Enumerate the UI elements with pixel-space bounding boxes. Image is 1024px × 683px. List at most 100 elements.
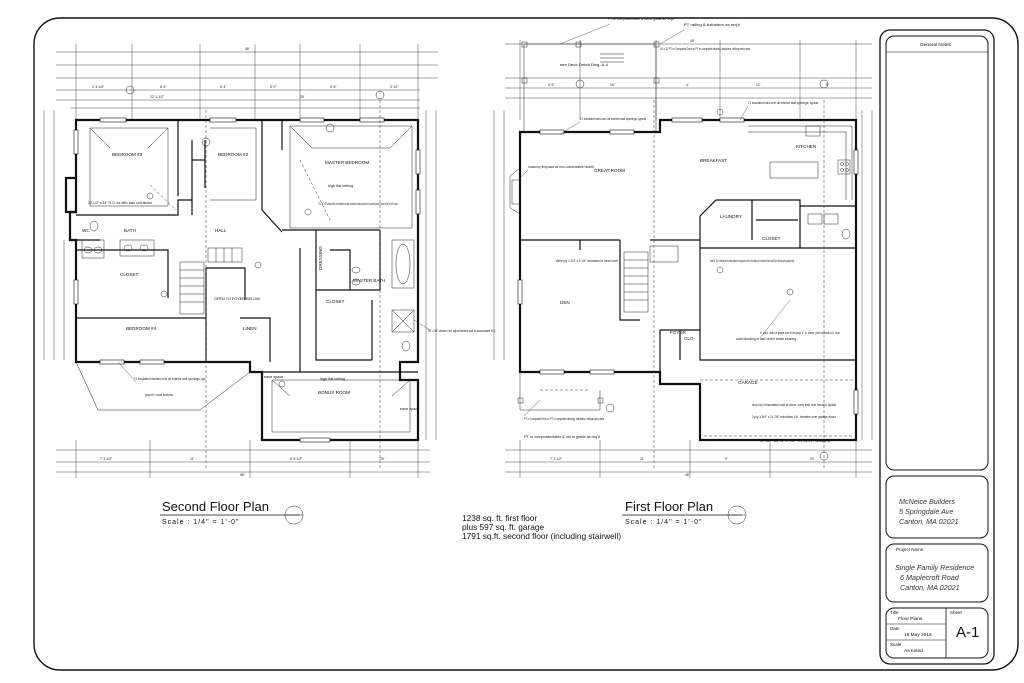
note-porch-roof: porch roof below (145, 393, 173, 397)
room-bedroom-2: BEDROOM #2 (218, 152, 249, 157)
note-headers-garage: 3 ply 1 3/4" x 11 7/8" microllam LVL hea… (752, 415, 836, 419)
room-laundry: LAUNDRY (720, 214, 742, 219)
room-great-room: GREAT ROOM (594, 168, 625, 173)
area-second-floor: 1791 sq.ft. second floor (including stai… (462, 531, 621, 541)
note-high-flat-ceiling: high flat ceiling (328, 184, 353, 188)
second-floor-stair (179, 247, 243, 315)
note-railing-balusters: PT railing & balusters as req'd (684, 23, 740, 27)
note-tj-headers-kitchen: TJ insulated hdrs over all exterior wall… (748, 101, 818, 105)
note-garage-doors: 9'-0" W x 7'-0" H o.h. doors (760, 439, 830, 443)
svg-text:11': 11' (190, 457, 195, 461)
svg-text:6' 6": 6' 6" (330, 85, 337, 89)
date-value: 18 May 2016 (904, 632, 932, 638)
builder-city: Canton, MA 02021 (899, 517, 959, 526)
second-floor-plan: 48' 2' 4 1/4" 6' 6" 6' 4" 5' 0" 6' 6" 3'… (43, 44, 496, 526)
builder-name: McNeice Builders (899, 497, 955, 506)
general-notes-label: General Notes (920, 42, 952, 48)
first-floor-section-markers (575, 79, 829, 470)
area-first-floor: 1238 sq. ft. first floor (462, 513, 537, 523)
svg-text:20': 20' (810, 457, 815, 461)
room-breakfast: BREAKFAST (700, 158, 727, 163)
scale-value: As noted (904, 648, 923, 654)
fireplace (509, 167, 521, 215)
second-floor-fixtures (81, 159, 415, 352)
note-tj-headers: TJ insulated hdrs over all exterior wall… (580, 117, 646, 121)
note-slab: 4" conc. slab on grade over 6 mil poly/ … (760, 331, 840, 335)
room-dressing: DRESSING (318, 246, 323, 270)
svg-text:12': 12' (756, 83, 761, 87)
area-garage: plus 597 sq. ft. garage (462, 522, 544, 532)
room-open-to-foyer: OPEN TO FOYER BELOW (214, 297, 260, 301)
room-closet-2: CLOSET (326, 299, 345, 304)
room-closet: CLOSET (120, 272, 139, 277)
second-floor-interior-walls (76, 120, 418, 373)
first-floor-plan: 48' 9' 6" 16' 4' 12' 5' 7' 3 1/2" 11' 9'… (493, 17, 873, 526)
svg-text:9': 9' (725, 457, 728, 461)
svg-text:7' 3 1/2": 7' 3 1/2" (550, 457, 563, 461)
room-bonus-room: BONUS ROOM (318, 390, 350, 395)
room-linen: LINEN (243, 326, 257, 331)
room-first-closet: CLOSET (762, 236, 781, 241)
title-block: General Notes McNeice Builders 5 Springd… (879, 29, 995, 665)
room-garage: GARAGE (738, 380, 758, 385)
area-summary: 1238 sq. ft. first floor plus 597 sq. ft… (462, 513, 621, 541)
first-floor-title: First Floor Plan (625, 499, 713, 514)
svg-text:6' 4": 6' 4" (220, 85, 227, 89)
svg-text:2' 4 1/4": 2' 4 1/4" (92, 85, 105, 89)
note-headers: TJ insulated headers over all exterior w… (134, 377, 206, 381)
svg-text:8' 8 1/2": 8' 8 1/2" (290, 457, 303, 461)
rear-deck (521, 41, 660, 132)
first-floor-interior-walls (520, 199, 856, 372)
room-kitchen: KITCHEN (796, 144, 816, 149)
svg-text:4': 4' (686, 83, 689, 87)
second-floor-dimensions: 48' 2' 4 1/4" 6' 6" 6' 4" 5' 0" 6' 6" 3'… (43, 44, 438, 478)
kitchen-fixtures (748, 125, 853, 240)
room-clo: CLO (684, 336, 694, 341)
note-deck-detail: see Deck Detail Dwg. A-4 (560, 63, 608, 67)
note-eave-space-2: eave space (400, 407, 419, 411)
note-eave-space: eave space (264, 375, 283, 379)
second-floor-ceiling-lines (89, 125, 413, 433)
note-type-x: install 5/8" Type X firecode gwb to side… (710, 259, 794, 263)
second-floor-section-markers (125, 85, 385, 470)
front-deck (517, 372, 604, 411)
note-whirlpool: 72" x 36" x 20" whirlpool tub, set in pl… (318, 202, 398, 206)
svg-text:11': 11' (640, 457, 645, 461)
note-beam: three ply 1 3/4" x 9 1/4" microllam lvl … (556, 259, 619, 263)
svg-text:48': 48' (245, 47, 250, 51)
project-label: Project Name (896, 547, 924, 552)
title-label: Title (890, 610, 899, 615)
room-master-bedroom: MASTER BEDROOM (325, 160, 369, 165)
svg-text:9' 6": 9' 6" (548, 83, 555, 87)
svg-text:48': 48' (240, 473, 245, 477)
porch-roof (75, 361, 251, 411)
svg-text:5' 0": 5' 0" (270, 85, 277, 89)
first-floor-stair (623, 245, 679, 313)
svg-text:48': 48' (690, 39, 695, 43)
svg-text:22' 1-1/2": 22' 1-1/2" (150, 95, 165, 99)
svg-text:6' 6": 6' 6" (160, 85, 167, 89)
sheet-border (33, 17, 1019, 671)
sheet-number: A-1 (956, 624, 979, 641)
title-value: Floor Plans (898, 616, 923, 622)
room-bedroom-4: BEDROOM #4 (126, 326, 157, 331)
room-bath: BATH (124, 228, 136, 233)
scale-label: Scale (890, 642, 902, 647)
note-deck: 18' x 12' PT or Composite Deck w/ PT or … (660, 47, 750, 51)
room-hall: HALL (215, 228, 227, 233)
second-floor-title: Second Floor Plan (162, 499, 269, 514)
first-floor-windows (517, 117, 859, 415)
note-blocking: solid blocking in wall under beam bearin… (736, 337, 796, 341)
project-address: 6 Maplecroft Road (900, 573, 960, 582)
note-high-flat-ceiling-bonus: high flat ceiling (320, 377, 345, 381)
room-bedroom-3: BEDROOM #3 (112, 152, 143, 157)
note-fireplace: masonry fireplace w/ non-combustible hea… (528, 165, 594, 169)
note-front-deck: PT or Composite Deck w/ PT or composite … (524, 417, 604, 421)
note-front-rail: PT or composite/aster & rail to grade as… (524, 435, 600, 439)
svg-text:16': 16' (610, 83, 615, 87)
room-wc: WC (82, 228, 90, 233)
note-attic-stair: 22-1/2" x 54" R.O. for attic stair unit … (88, 201, 152, 205)
date-label: Date (890, 626, 900, 631)
svg-text:3' 10": 3' 10" (390, 85, 399, 89)
